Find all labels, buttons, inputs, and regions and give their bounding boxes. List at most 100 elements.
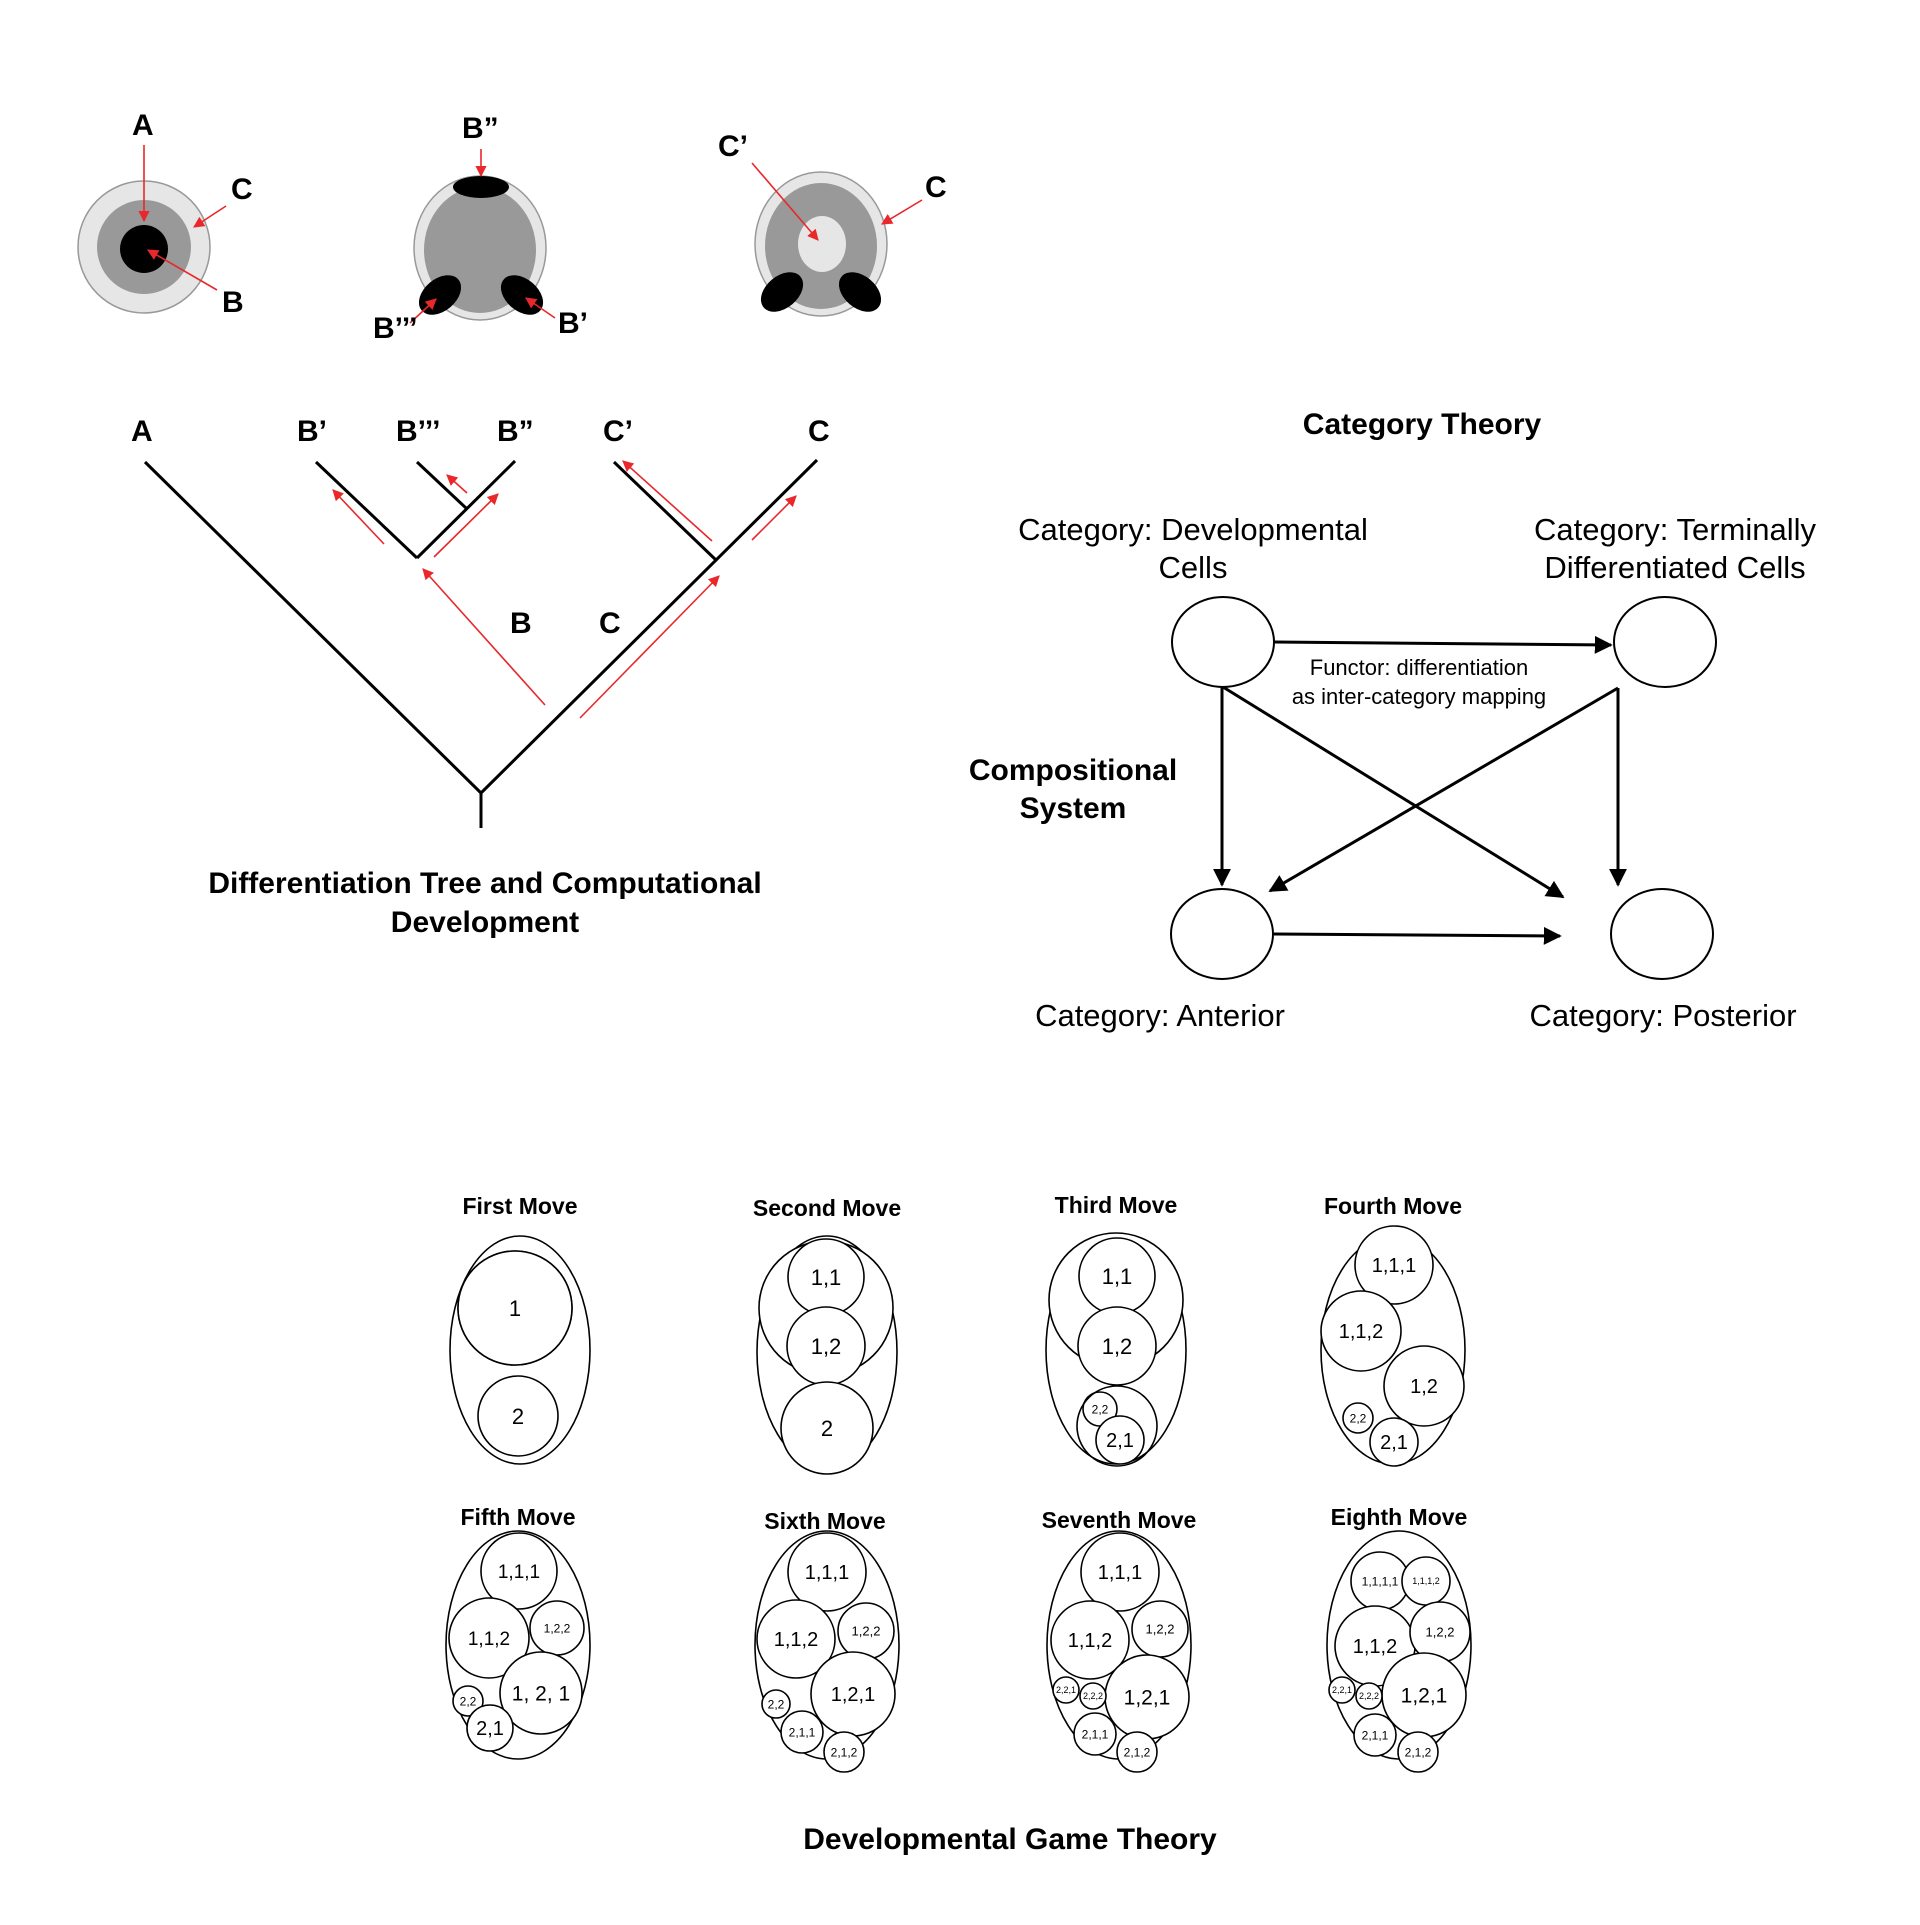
- label-anterior: Category: Anterior: [1035, 998, 1285, 1033]
- cell-label: 2,1,2: [831, 1745, 858, 1759]
- label-c: C: [231, 173, 253, 206]
- cell-label: 1,1,1: [1098, 1562, 1142, 1584]
- tree-leaf-labels: A B’ B’’’ B” C’ C B C: [131, 415, 830, 640]
- red-developmental-arrows: [332, 460, 797, 719]
- cell-label: 2,2: [768, 1697, 785, 1711]
- cell-label: 2,2: [460, 1694, 477, 1708]
- move-title: Fifth Move: [461, 1504, 576, 1530]
- cell-label: 1,1,1: [805, 1562, 849, 1584]
- cell-label: 1, 2, 1: [512, 1683, 570, 1706]
- cell-circle: [1320, 1290, 1402, 1372]
- cell-diagram-3: C’ C: [718, 130, 947, 317]
- cell-circle: [823, 1731, 865, 1773]
- cell-label: 1,2,1: [1124, 1687, 1171, 1710]
- cell-circle: [452, 1685, 484, 1717]
- move-title: Second Move: [753, 1195, 901, 1221]
- cell-label: 1,2,1: [1401, 1685, 1448, 1708]
- node-developmental: [1171, 596, 1275, 688]
- cell-label: 1: [509, 1296, 521, 1321]
- cell-circle: [1080, 1532, 1160, 1612]
- cell-label: 1,2: [811, 1334, 842, 1359]
- tree-title-line2: Development: [391, 906, 579, 939]
- term-cells-line2: Differentiated Cells: [1544, 550, 1805, 585]
- branch-b-triple: [415, 460, 469, 511]
- label-c-prime: C’: [718, 130, 748, 163]
- cell-label: 1,1,2: [1353, 1636, 1397, 1658]
- cell-label: 1,2,2: [1146, 1622, 1175, 1637]
- cell-label: 1,1,1: [498, 1562, 540, 1583]
- cell-circle: [1369, 1417, 1419, 1467]
- label-b-triple: B’’’: [373, 312, 417, 345]
- dev-cells-line1: Category: Developmental: [1018, 512, 1368, 547]
- arrow-anterior-to-posterior: [1273, 926, 1562, 945]
- label-posterior: Category: Posterior: [1529, 998, 1796, 1033]
- cell-circle: [1397, 1731, 1439, 1773]
- red-arrow: [751, 495, 797, 541]
- compositional-line1: Compositional: [969, 754, 1177, 787]
- nucleus: [120, 225, 168, 273]
- red-arrow: [332, 489, 385, 545]
- tree-leaf-c: C: [808, 415, 830, 448]
- compositional-line2: System: [1020, 792, 1127, 825]
- cell-circle: [1383, 1345, 1465, 1427]
- cap-left: [760, 272, 804, 312]
- node-terminal: [1613, 596, 1717, 688]
- tree-leaf-b-triple: B’’’: [396, 415, 440, 448]
- cell-circle: [1052, 1676, 1080, 1704]
- cell-circle: [756, 1599, 836, 1679]
- cell-circle: [1095, 1415, 1145, 1465]
- move-title: Fourth Move: [1324, 1193, 1462, 1219]
- cell-circle: [780, 1381, 874, 1475]
- term-cells-line1: Category: Terminally: [1534, 512, 1816, 547]
- red-arrow: [446, 474, 468, 494]
- cell-label: 2: [512, 1404, 524, 1429]
- cell-label: 1,2,2: [852, 1624, 881, 1639]
- cell-circle: [1355, 1682, 1383, 1710]
- arrow-dev-to-term: [1273, 635, 1613, 654]
- red-arrow: [622, 460, 713, 542]
- cell-circle: [1353, 1713, 1397, 1757]
- tree-branch-label-c: C: [599, 607, 621, 640]
- cell-circle: [1354, 1225, 1434, 1305]
- cell-label: 1,2,1: [831, 1684, 875, 1706]
- morphism-arrows: [1213, 635, 1627, 945]
- cell-label: 2,2,2: [1359, 1691, 1379, 1701]
- label-a: A: [132, 109, 154, 142]
- cell-label: 1,2: [1102, 1334, 1133, 1359]
- cap-b-double: [453, 176, 509, 198]
- cell-circle: [1116, 1731, 1158, 1773]
- cell-label: 2,1,1: [1362, 1728, 1389, 1742]
- functor-line1: Functor: differentiation: [1310, 655, 1529, 680]
- move-title: Eighth Move: [1331, 1504, 1468, 1530]
- cell-label: 2,2,1: [1056, 1685, 1076, 1695]
- branch-a: [143, 460, 483, 795]
- move-title: Seventh Move: [1042, 1507, 1197, 1533]
- cell-label: 2,1,1: [789, 1725, 816, 1739]
- cell-circle: [1342, 1402, 1374, 1434]
- label-c: C: [925, 171, 947, 204]
- game-title: Developmental Game Theory: [803, 1823, 1217, 1856]
- cell-label: 2,2: [1350, 1411, 1367, 1425]
- cell-circle: [477, 1375, 559, 1457]
- functor-line2: as inter-category mapping: [1292, 684, 1546, 709]
- branch-b-prime: [314, 460, 419, 560]
- cell-circle: [480, 1532, 558, 1610]
- cell-label: 1,2,2: [544, 1621, 571, 1635]
- differentiation-tree: A B’ B’’’ B” C’ C B C Differentiation Tr…: [131, 415, 830, 939]
- pointer-arrow-c-prime: [751, 162, 819, 241]
- cell-circle: [1050, 1600, 1130, 1680]
- cell-circle: [499, 1651, 583, 1735]
- branch-c-prime: [612, 460, 719, 563]
- branch-c-main: [478, 458, 819, 796]
- pointer-arrow-c: [193, 205, 227, 228]
- cell-circle: [1073, 1712, 1117, 1756]
- cell-label: 1,1: [1102, 1264, 1133, 1289]
